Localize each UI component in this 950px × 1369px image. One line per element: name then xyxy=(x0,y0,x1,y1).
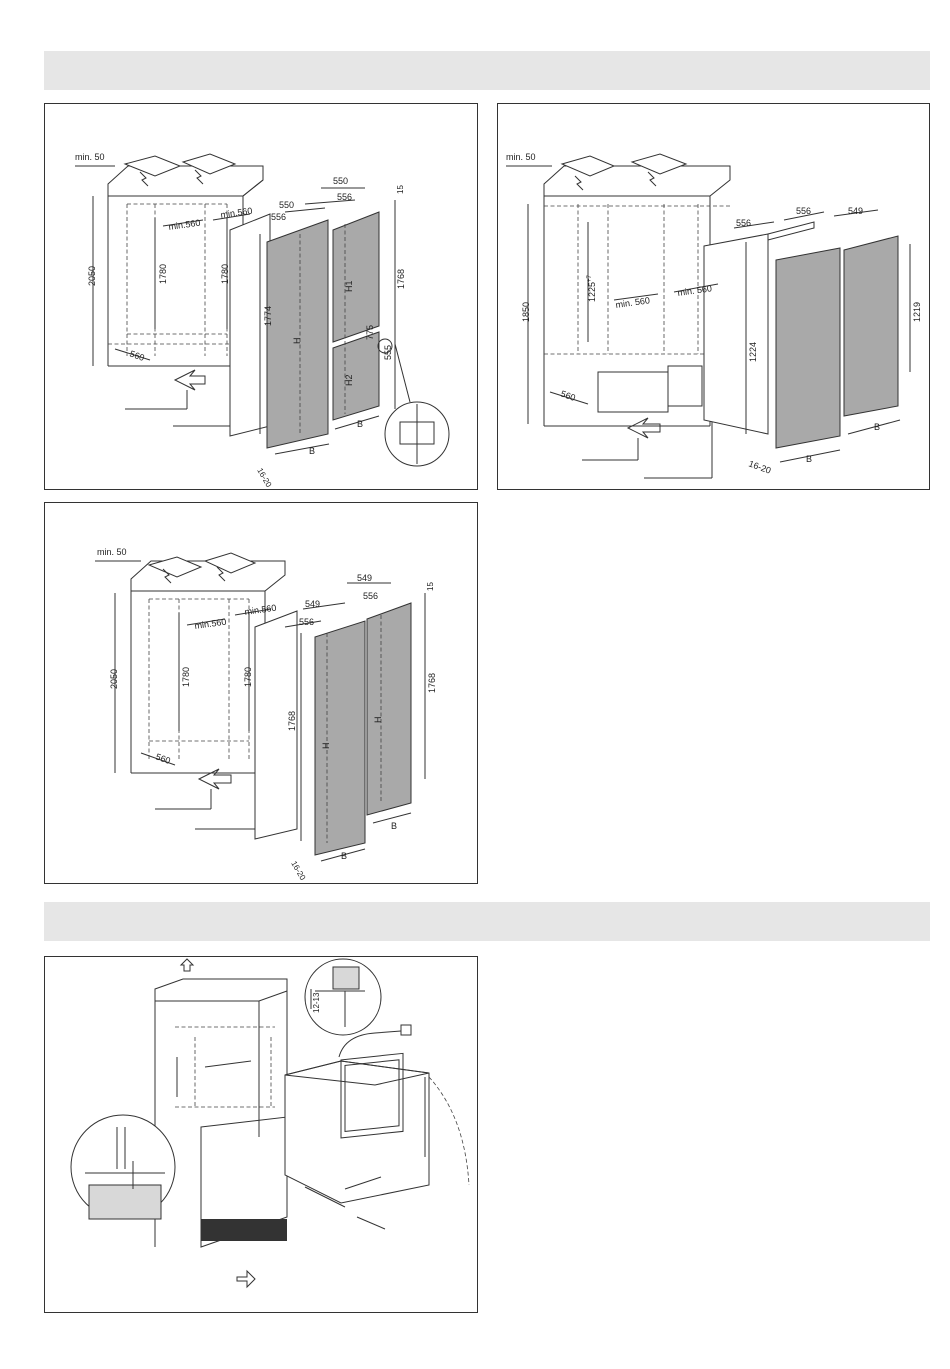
dim-min-560-right: min.560 xyxy=(244,603,277,617)
diagram-1-drawing: min. 50 2050 1780 1780 min.560 min.560 5… xyxy=(45,104,479,491)
dim-min-50: min. 50 xyxy=(97,547,127,557)
section-header-band-top xyxy=(44,51,930,90)
dim-gap-16-20: 16-20 xyxy=(255,467,273,490)
dim-min-560-left: min. 560 xyxy=(615,295,651,310)
dim-height-555: 555 xyxy=(383,345,393,360)
dim-width-556: 556 xyxy=(299,617,314,627)
detail-circle-left xyxy=(71,1115,175,1219)
dim-width-556-left: 556 xyxy=(736,218,751,228)
dim-min-560-left: min.560 xyxy=(194,617,227,631)
wine-cabinet-unit xyxy=(285,1025,469,1229)
dim-width-556-top: 556 xyxy=(337,192,352,202)
installation-diagram-3: min. 50 2050 1780 1780 min.560 min.560 5… xyxy=(44,502,478,884)
dim-width-549: 549 xyxy=(305,599,320,609)
dim-depth-560: 560 xyxy=(154,751,172,766)
dim-thickness-15: 15 xyxy=(396,185,405,194)
dim-width-549: 549 xyxy=(848,206,863,216)
ventilation-grille xyxy=(201,1219,287,1241)
dim-height-1768: 1768 xyxy=(396,269,406,289)
detail-circle-top: 12-13 xyxy=(305,959,381,1035)
dim-width-550-top: 550 xyxy=(333,176,348,186)
dim-height-1780-left: 1780 xyxy=(158,264,168,284)
diagram-3-drawing: min. 50 2050 1780 1780 min.560 min.560 5… xyxy=(45,503,479,885)
dim-height-1850: 1850 xyxy=(521,302,531,322)
dim-height-1219: 1219 xyxy=(912,302,922,322)
dim-width-549-top: 549 xyxy=(357,573,372,583)
dim-depth-560: 560 xyxy=(128,348,146,363)
dim-height-1225: 1225+7 xyxy=(587,274,597,302)
dim-width-556-top: 556 xyxy=(363,591,378,601)
dim-min-560-right: min.560 xyxy=(220,206,253,220)
installation-diagram-2: min. 50 1850 1225+7 min. 560 min. 560 56… xyxy=(497,103,930,490)
dim-panel-H1: H1 xyxy=(344,280,354,292)
dim-gap-16-20: 16-20 xyxy=(747,458,772,475)
dim-thickness-15: 15 xyxy=(426,582,435,591)
installation-diagram-1: min. 50 2050 1780 1780 min.560 min.560 5… xyxy=(44,103,478,490)
dim-panel-H: H xyxy=(292,338,302,345)
dim-width-B-right: B xyxy=(357,419,363,429)
dim-min-50: min. 50 xyxy=(75,152,105,162)
dim-width-B-right: B xyxy=(391,821,397,831)
dim-12-13: 12-13 xyxy=(312,992,321,1013)
dim-min-560-left: min.560 xyxy=(168,218,201,232)
dim-gap-16-20: 16-20 xyxy=(289,860,307,883)
door-panels xyxy=(704,222,898,448)
dim-height-775: 775 xyxy=(365,325,375,340)
dim-height-2050: 2050 xyxy=(87,266,97,286)
dim-width-556-right: 556 xyxy=(796,206,811,216)
diagram-2-drawing: min. 50 1850 1225+7 min. 560 min. 560 56… xyxy=(498,104,931,491)
dim-height-1224: 1224 xyxy=(748,342,758,362)
door-panels xyxy=(255,603,411,855)
dim-height-1774: 1774 xyxy=(263,306,273,326)
installation-diagram-4: 12-13 xyxy=(44,956,478,1313)
tall-cabinet xyxy=(155,959,287,1287)
dim-width-B-left: B xyxy=(341,851,347,861)
dim-width-550: 550 xyxy=(279,200,294,210)
dim-height-1768-left: 1768 xyxy=(287,711,297,731)
dim-height-1768-right: 1768 xyxy=(427,673,437,693)
dim-height-1780-left: 1780 xyxy=(181,667,191,687)
dim-width-B-right: B xyxy=(874,422,880,432)
dim-panel-H2: H2 xyxy=(344,374,354,386)
dim-height-1780-right: 1780 xyxy=(220,264,230,284)
dim-width-B-left: B xyxy=(309,446,315,456)
dim-width-B-left: B xyxy=(806,454,812,464)
section-header-band-bottom xyxy=(44,902,930,941)
door-panels xyxy=(230,212,379,448)
niche-cabinet xyxy=(544,154,730,478)
dim-min-50: min. 50 xyxy=(506,152,536,162)
dim-height-2050: 2050 xyxy=(109,669,119,689)
dim-panel-H-left: H xyxy=(321,743,331,750)
dim-depth-560: 560 xyxy=(559,388,577,403)
diagram-4-drawing: 12-13 xyxy=(45,957,479,1314)
dim-width-556: 556 xyxy=(271,212,286,222)
dim-panel-H-right: H xyxy=(373,717,383,724)
dim-height-1780-right: 1780 xyxy=(243,667,253,687)
